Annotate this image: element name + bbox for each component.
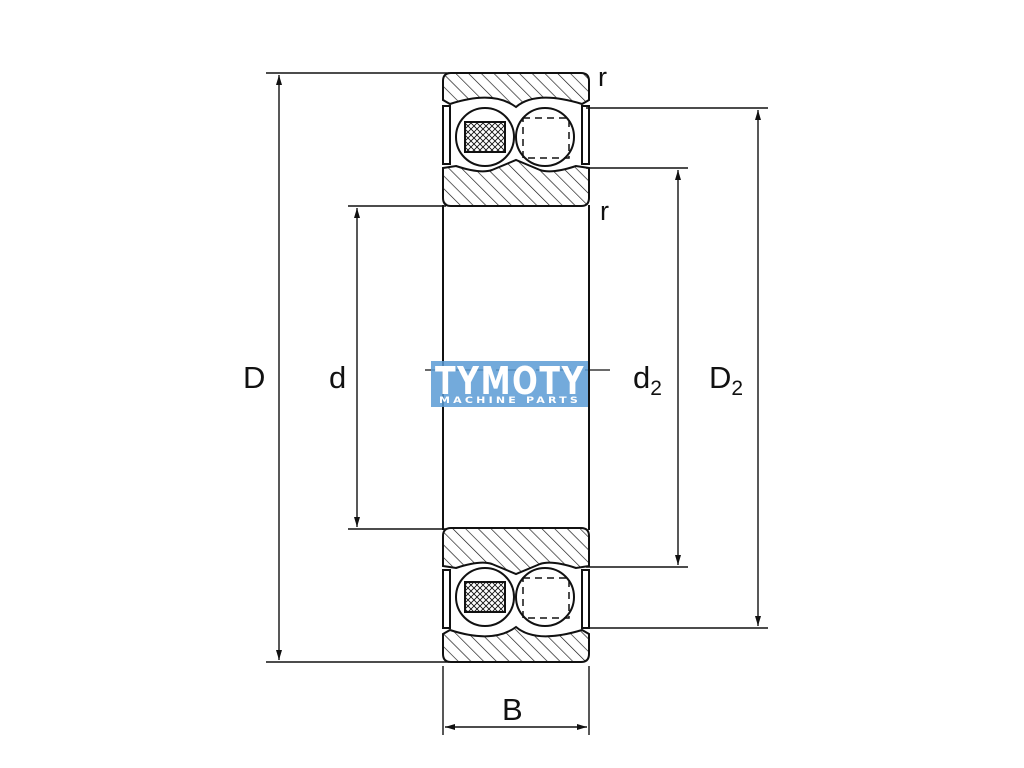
label-d2-main: d (633, 360, 650, 395)
label-d: d (329, 360, 346, 395)
label-D2-sub: 2 (731, 377, 743, 400)
label-D2-main: D (709, 360, 731, 395)
watermark-brand: TYMOTY (435, 359, 585, 403)
seal-top-left (442, 105, 451, 165)
ball-hidden-top (522, 117, 570, 159)
seal-top-right (581, 105, 590, 165)
ball-hidden-bottom (522, 577, 570, 619)
seal-bottom-left (442, 569, 451, 629)
label-D: D (243, 360, 265, 395)
cage-top (464, 121, 506, 153)
label-B: B (502, 692, 523, 727)
inner-ring-top (442, 158, 590, 207)
seal-bottom-right (581, 569, 590, 629)
ball-top-right (515, 107, 575, 167)
ball-bottom-right (515, 567, 575, 627)
watermark-tagline: MACHINE PARTS (439, 396, 581, 406)
label-r-inner: r (600, 196, 609, 226)
label-d2-sub: 2 (650, 377, 662, 400)
bearing-section (442, 72, 590, 663)
outer-ring-bottom (442, 625, 590, 663)
inner-ring-bottom (442, 527, 590, 576)
watermark-logo: TYMOTY MACHINE PARTS (431, 359, 588, 407)
label-D2: D2 (709, 360, 743, 400)
cage-bottom (464, 581, 506, 613)
outer-ring-top (442, 72, 590, 109)
label-d2: d2 (633, 360, 662, 400)
label-r-top: r (598, 62, 607, 92)
extension-lines (266, 72, 768, 735)
dimension-lines (276, 75, 761, 730)
watermark-box (431, 361, 588, 407)
